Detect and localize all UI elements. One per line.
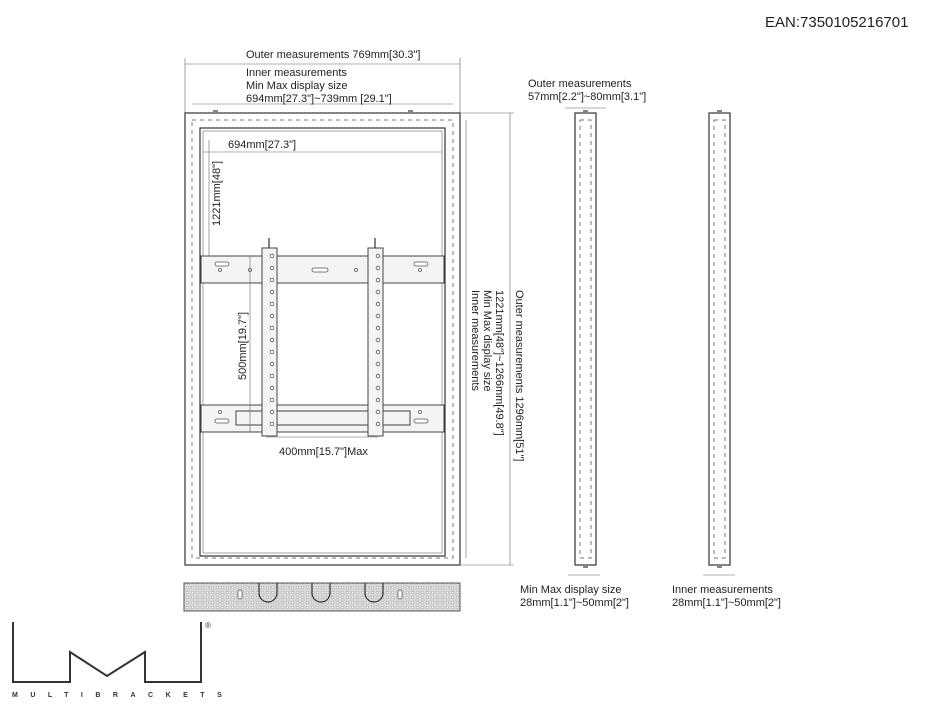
vesa-horizontal-label: 400mm[15.7"]Max [279,446,368,458]
inner-height-subtitle-label: Min Max display size [481,290,493,391]
inner-title-label: Inner measurements [246,67,347,79]
multibrackets-logo: ® MULTIBRACKETS [12,621,234,699]
bracket-hole [375,361,381,367]
inner-width-short-label: 694mm[27.3"] [228,139,296,151]
front-view: 694mm[27.3"] 1221mm[48"] 500mm[19.7"] 40… [184,110,525,566]
side-inner-depth: 28mm[1.1"]~50mm[2"] [672,597,781,609]
bracket-hole [269,397,275,403]
bracket-hole [269,373,275,379]
registered-mark: ® [205,621,211,630]
bracket-hole [375,277,381,283]
bracket-hole [375,313,381,319]
inner-subtitle-label: Min Max display size [246,80,347,92]
inner-width-label: 694mm[27.3"]~739mm [29.1"] [246,93,392,105]
vesa-vertical-label: 500mm[19.7"] [237,312,249,380]
inner-height-title-label: Inner measurements [469,290,481,391]
bottom-bar-view [183,582,461,612]
bracket-hole [375,349,381,355]
bracket-hole [269,289,275,295]
side-inner-title: Inner measurements [672,584,773,596]
bracket-hole [375,301,381,307]
bracket-hole [375,409,381,415]
side-outer-depth: 57mm[2.2"]~80mm[3.1"] [528,91,646,103]
bracket-hole [269,265,275,271]
bracket-hole [269,421,275,427]
bracket-hole [269,253,275,259]
bracket-hole [375,397,381,403]
side-view-left: Outer measurements 57mm[2.2"]~80mm[3.1"]… [520,78,646,609]
bracket-hole [269,361,275,367]
inner-height-label: 1221mm[48"]~1266mm[49.8"] [493,290,505,436]
inner-height-short-label: 1221mm[48"] [211,161,223,226]
side-minmax-depth: 28mm[1.1"]~50mm[2"] [520,597,629,609]
bracket-hole [269,385,275,391]
bracket-hole [375,385,381,391]
bracket-hole [269,313,275,319]
outer-width-label: Outer measurements 769mm[30.3"] [246,49,420,61]
bracket-hole [375,373,381,379]
bracket-hole [269,301,275,307]
bracket-hole [269,349,275,355]
side-minmax-title: Min Max display size [520,584,621,596]
bracket-hole [269,325,275,331]
ean-code: EAN:7350105216701 [765,14,908,31]
outer-height-label: Outer measurements 1296mm[51"] [513,290,525,461]
width-dimensions: Outer measurements 769mm[30.3"] Inner me… [184,49,461,113]
bracket-hole [269,277,275,283]
bracket-hole [375,337,381,343]
bracket-hole [375,325,381,331]
bracket-hole [269,337,275,343]
bracket-hole [375,253,381,259]
side-view-right: Inner measurements 28mm[1.1"]~50mm[2"] [672,110,781,609]
logo-text: MULTIBRACKETS [12,692,234,699]
bracket-hole [269,409,275,415]
side-outer-title: Outer measurements [528,78,632,90]
bracket-hole [375,265,381,271]
bracket-hole [375,289,381,295]
bracket-hole [375,421,381,427]
